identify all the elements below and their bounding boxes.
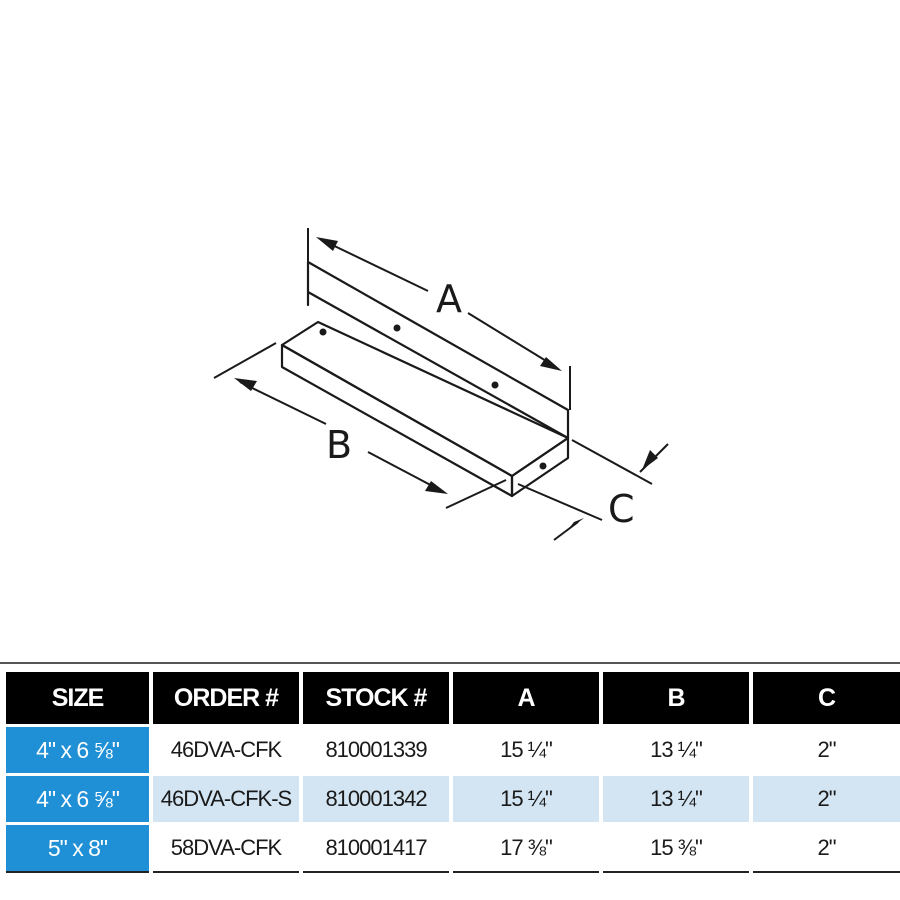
table-row: 4" x 6 ⅝" 46DVA-CFK-S 810001342 15 ¼" 13… xyxy=(6,773,900,824)
screw-hole xyxy=(539,462,547,470)
dimension-b-arrow-left xyxy=(234,378,257,391)
dimension-b-line-left xyxy=(239,381,327,425)
cell-order-number: 46DVA-CFK xyxy=(151,724,303,775)
dimension-a-arrow-right xyxy=(540,357,562,371)
table-top-rule xyxy=(0,662,900,664)
screw-hole xyxy=(393,324,401,332)
cell-a: 15 ¼" xyxy=(451,724,603,775)
cell-order-number: 46DVA-CFK-S xyxy=(151,773,303,824)
bracket-base-end xyxy=(510,436,570,498)
table-row: 4" x 6 ⅝" 46DVA-CFK 810001339 15 ¼" 13 ¼… xyxy=(6,724,900,775)
dimension-b-label: B xyxy=(326,423,352,467)
cell-c: 2" xyxy=(751,822,900,873)
cell-a: 17 ⅜" xyxy=(451,822,603,873)
bracket-base-top xyxy=(280,320,570,478)
header-size: SIZE xyxy=(6,672,153,726)
dimension-b-arrow-right xyxy=(425,481,448,494)
dimension-b-extension-left xyxy=(213,342,277,379)
header-order-number: ORDER # xyxy=(151,672,303,726)
dimension-c-extension-top xyxy=(571,439,653,485)
spec-table: SIZE ORDER # STOCK # A B C 4" x 6 ⅝" 46D… xyxy=(6,672,900,873)
header-a: A xyxy=(451,672,603,726)
dimension-a-line-left xyxy=(321,239,429,292)
dimension-c-arrow-bottom xyxy=(566,518,584,532)
dimension-b-line-right xyxy=(367,451,441,491)
cell-order-number: 58DVA-CFK xyxy=(151,822,303,873)
header-stock-number: STOCK # xyxy=(301,672,453,726)
cell-b: 13 ¼" xyxy=(601,773,753,824)
screw-hole xyxy=(319,328,327,336)
screw-hole xyxy=(491,381,499,389)
cell-size: 4" x 6 ⅝" xyxy=(6,773,153,824)
cell-b: 13 ¼" xyxy=(601,724,753,775)
dimension-a-label: A xyxy=(436,277,462,321)
header-c: C xyxy=(751,672,900,726)
cell-size: 5" x 8" xyxy=(6,822,153,873)
cell-size: 4" x 6 ⅝" xyxy=(6,724,153,775)
bracket-base-front xyxy=(280,343,514,498)
bracket-dimension-diagram: A B C xyxy=(213,228,669,541)
dimension-a-line-right xyxy=(467,312,557,368)
cell-c: 2" xyxy=(751,773,900,824)
table-header-row: SIZE ORDER # STOCK # A B C xyxy=(6,672,900,726)
cell-stock-number: 810001342 xyxy=(301,773,453,824)
header-b: B xyxy=(601,672,753,726)
table-row: 5" x 8" 58DVA-CFK 810001417 17 ⅜" 15 ⅜" … xyxy=(6,822,900,873)
dimension-c-label: C xyxy=(608,487,635,531)
dimension-c-extension-bottom xyxy=(517,483,603,521)
cell-c: 2" xyxy=(751,724,900,775)
cell-b: 15 ⅜" xyxy=(601,822,753,873)
cell-stock-number: 810001417 xyxy=(301,822,453,873)
cell-a: 15 ¼" xyxy=(451,773,603,824)
dimension-b-extension-right xyxy=(445,479,507,509)
dimension-c-arrow-top xyxy=(642,450,658,470)
cell-stock-number: 810001339 xyxy=(301,724,453,775)
dimension-a-arrow-left xyxy=(316,237,338,251)
